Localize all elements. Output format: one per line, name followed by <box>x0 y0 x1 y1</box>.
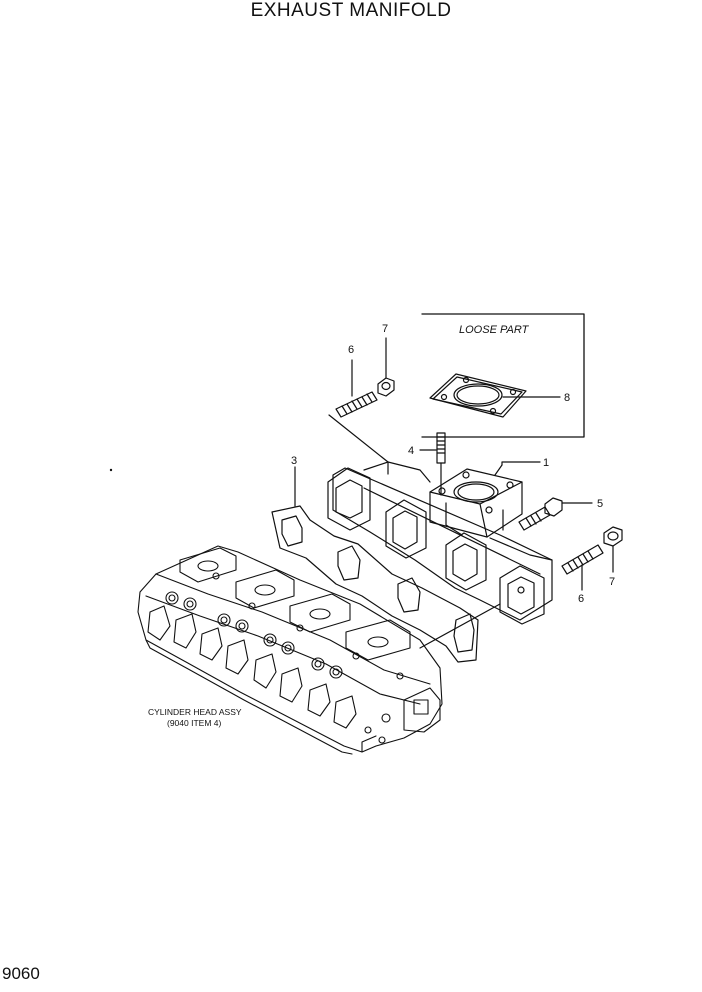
loose-part-box: LOOSE PART 8 <box>421 313 585 438</box>
page-number: 9060 <box>2 964 40 983</box>
reference-label-line1: CYLINDER HEAD ASSY <box>148 707 242 717</box>
exhaust-manifold-part <box>327 461 553 649</box>
callout-8: 8 <box>564 392 570 404</box>
callout-7-upper: 7 <box>382 323 388 335</box>
callout-7-lower: 7 <box>609 576 615 588</box>
exhaust-gasket-part <box>429 373 561 418</box>
callout-1: 1 <box>543 457 549 469</box>
nut-lower-part <box>603 526 623 573</box>
cylinder-head-part <box>137 545 443 755</box>
nut-upper-part <box>377 337 395 397</box>
loose-part-label: LOOSE PART <box>459 324 530 336</box>
callout-5: 5 <box>597 498 603 510</box>
bolt-5-part <box>518 497 593 531</box>
callout-6-lower: 6 <box>578 593 584 605</box>
callout-4: 4 <box>408 445 414 457</box>
stud-4-part <box>419 432 446 489</box>
stud-bolt-lower-part <box>561 544 604 591</box>
callout-3: 3 <box>291 455 297 467</box>
reference-label-line2: (9040 ITEM 4) <box>167 718 221 728</box>
page-title: EXHAUST MANIFOLD <box>250 0 452 21</box>
manifold-gasket-part <box>271 466 479 663</box>
callout-6-upper: 6 <box>348 344 354 356</box>
stud-bolt-upper-part <box>328 359 389 463</box>
